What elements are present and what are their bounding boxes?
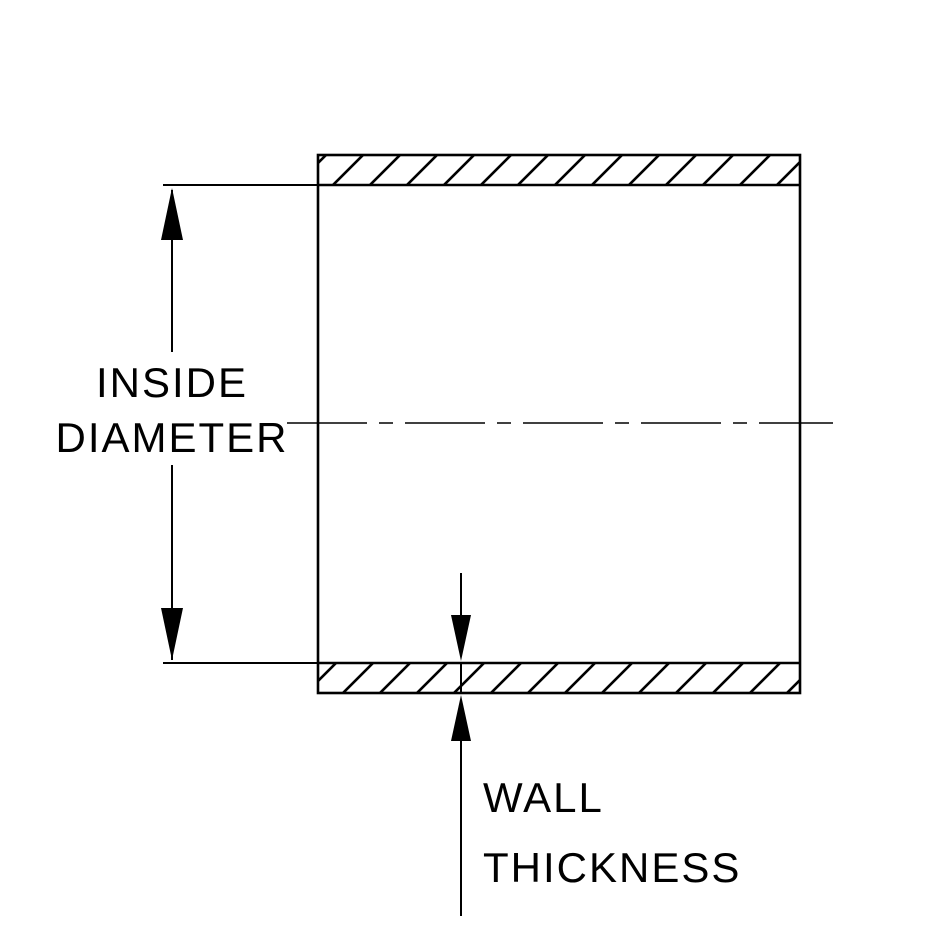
tube-outline — [316, 153, 802, 695]
down-arrowhead-wall-icon — [451, 615, 471, 661]
tube-bottom-wall-hatching — [318, 663, 800, 693]
inside-diameter-label-line2: DIAMETER — [55, 414, 288, 461]
tube-top-wall-hatching — [318, 155, 800, 185]
up-arrowhead-wall-icon — [451, 695, 471, 741]
wall-thickness-label-line2: THICKNESS — [483, 844, 741, 891]
up-arrowhead-icon — [161, 188, 183, 240]
inside-diameter-dimension: INSIDE DIAMETER — [55, 184, 318, 664]
down-arrowhead-icon — [161, 608, 183, 660]
tube-cross-section — [316, 153, 802, 695]
inside-diameter-label-line1: INSIDE — [96, 359, 248, 406]
wall-thickness-dimension: WALL THICKNESS — [451, 573, 741, 916]
wall-thickness-label-line1: WALL — [483, 774, 604, 821]
